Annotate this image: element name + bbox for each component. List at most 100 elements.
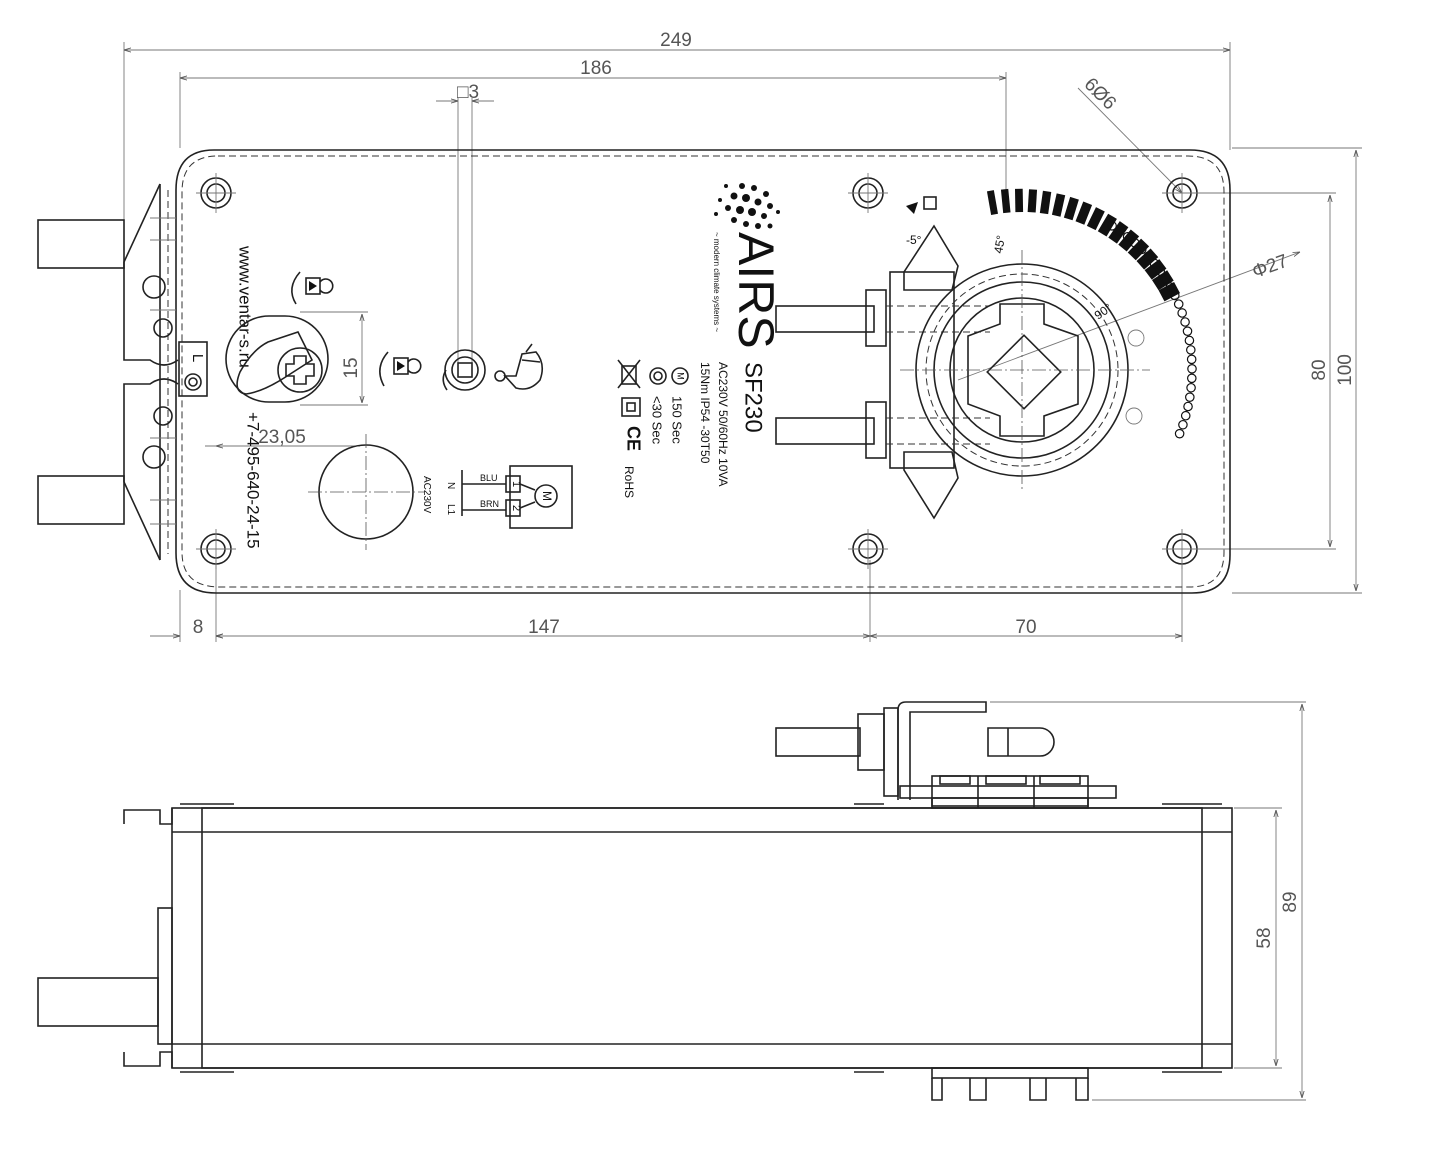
dim-edge-offset: 8 <box>193 617 204 638</box>
scale-bar <box>1039 190 1052 215</box>
dim-handle-height: 15 <box>341 357 362 378</box>
spec-motor-time: 150 Sec <box>670 396 685 444</box>
terminal-2: 2 <box>510 505 522 511</box>
ce-mark: CE <box>623 426 643 451</box>
dim-shaft-square: □3 <box>457 82 479 103</box>
bracket-hole <box>153 318 173 338</box>
scale-dot <box>1177 308 1187 318</box>
bracket-hole <box>142 275 166 299</box>
spec-spring-time: <30 Sec <box>650 396 665 445</box>
hand-icon <box>494 343 544 390</box>
top-view: 249 186 □3 6Ø6 Φ27 100 80 15 23,05 8 147… <box>37 30 1362 642</box>
motor-symbol: M <box>540 491 554 501</box>
scale-dot <box>1184 335 1195 346</box>
scale-dot <box>1186 354 1197 365</box>
weee-bin-icon <box>617 359 641 389</box>
mounting-hole <box>1162 173 1202 213</box>
extension-lines <box>123 42 1362 642</box>
scale-dot <box>1180 317 1190 327</box>
dim-height-body: 58 <box>1254 927 1275 948</box>
scale-bar <box>1151 270 1174 291</box>
mounting-hole <box>1162 529 1202 569</box>
website-text: www.ventar-s.ru <box>236 245 255 368</box>
manual-handle[interactable] <box>225 315 329 403</box>
side-view: 58 89 <box>37 701 1306 1101</box>
scale-dot <box>1160 274 1171 284</box>
scale-dot <box>1165 282 1176 292</box>
scale-bar <box>1000 188 1011 214</box>
dim-hole-to-hole: 147 <box>528 617 560 638</box>
scale-dot <box>1178 419 1188 430</box>
mounting-hole <box>196 529 236 569</box>
dim-handle-offset: 23,05 <box>258 427 306 448</box>
scale-bar <box>1086 207 1105 231</box>
terminal-1: 1 <box>510 481 522 487</box>
dimension-lines <box>124 50 1356 636</box>
voltage-label: AC230V <box>421 476 432 514</box>
wire-brn-label: BRN <box>480 499 499 509</box>
dim-overall-length: 249 <box>660 30 692 51</box>
brand-name: AIRS <box>728 232 784 349</box>
svg-text:M: M <box>676 372 686 380</box>
scale-dot <box>1136 244 1147 255</box>
spec-torque: 15Nm IP54 -30T50 <box>698 362 712 464</box>
scale-dot <box>1186 373 1197 384</box>
wire-n-label: N <box>445 482 456 489</box>
airs-logo: AIRS ~ modern climate systems ~ <box>712 183 784 349</box>
wire-blu-label: BLU <box>480 473 498 483</box>
lock-icon <box>291 271 334 305</box>
lock-icon <box>379 351 422 387</box>
side-clamp[interactable] <box>775 701 1117 809</box>
scale-dot <box>1183 401 1193 412</box>
left-rod-lower <box>37 475 125 525</box>
wiring-diagram: AC230V N L1 BLU BRN 1 2 M <box>421 465 573 529</box>
dim-overall-width: 100 <box>1335 354 1356 386</box>
phone-text: +7-495-640-24-15 <box>244 412 263 549</box>
scale-dot <box>1173 299 1184 309</box>
scale-90: 90° <box>1092 300 1115 322</box>
scale-dot <box>1155 266 1166 276</box>
dim-mount-span: 186 <box>580 58 612 79</box>
motor-icon <box>534 484 558 508</box>
dim-hole-spec: 6Ø6 <box>1080 74 1120 114</box>
angle-scale: -5° 45° 90° <box>906 188 1197 439</box>
bracket-ticks <box>150 217 176 525</box>
left-rod-upper <box>37 219 125 269</box>
double-insulation-icon <box>621 397 641 417</box>
wire-l1-label: L1 <box>445 504 456 516</box>
housing-side <box>37 803 1233 1073</box>
scale-dot <box>1185 392 1195 402</box>
logo-dots-icon <box>714 183 780 229</box>
dim-height-total: 89 <box>1280 891 1301 912</box>
manual-shaft[interactable] <box>442 349 486 391</box>
cross-icon <box>285 355 315 385</box>
cable-entry <box>308 434 424 550</box>
dim-hole-spacing-v: 80 <box>1309 359 1330 380</box>
bracket-hole <box>153 406 173 426</box>
spec-power: AC230V 50/60Hz 10VA <box>716 362 730 487</box>
scale-dot <box>1115 226 1125 236</box>
scale-bar <box>1144 259 1167 280</box>
mounting-holes <box>196 173 1202 569</box>
scale-bar <box>986 190 999 216</box>
output-clamp[interactable] <box>775 224 1150 520</box>
spring-icon <box>184 373 202 391</box>
scale-dot <box>1122 231 1133 242</box>
scale-bar <box>1063 196 1079 221</box>
brand-tagline: ~ modern climate systems ~ <box>712 232 721 332</box>
scale-45: 45° <box>991 234 1008 255</box>
mounting-hole <box>848 173 888 213</box>
scale-dot <box>1187 364 1197 374</box>
spring-return-icon <box>649 367 667 385</box>
dim-hole-to-center: 70 <box>1015 617 1036 638</box>
limit-switch[interactable]: L <box>178 341 208 397</box>
dim-shaft-diameter: Φ27 <box>1249 251 1290 283</box>
scale-dot <box>1143 251 1154 262</box>
scale-dot <box>1180 410 1191 421</box>
motor-time-icon: M <box>671 367 689 385</box>
model-name: SF230 <box>740 362 767 433</box>
side-left-rod <box>37 977 159 1027</box>
scale-bar <box>1051 193 1066 217</box>
scale-bar <box>1075 201 1093 225</box>
